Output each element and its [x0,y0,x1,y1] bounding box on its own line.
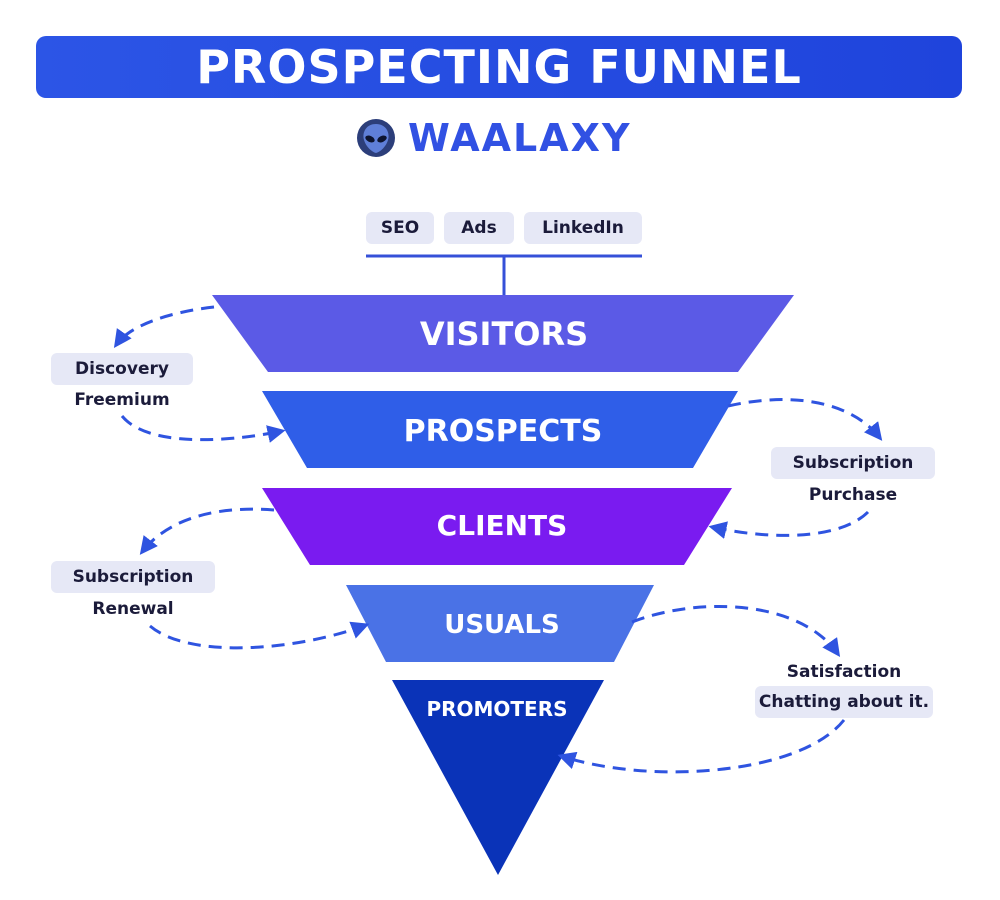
source-chip-seo: SEO [366,212,434,244]
arrow-prospects-to-subscription [727,398,883,441]
stage-prospects [262,391,738,468]
stage-label-visitors: VISITORS [420,315,588,353]
arrow-usuals-to-satisfaction [631,604,841,657]
source-chip-ads: Ads [444,212,514,244]
arrow-purchase-to-clients [708,510,870,539]
discovery-chip: Discovery [51,353,193,385]
stage-visitors [212,295,794,372]
satisfaction-label: Satisfaction [786,662,902,682]
stage-label-prospects: PROSPECTS [404,414,603,449]
waalaxy-logo: WAALAXY [356,114,631,162]
arrow-freemium-to-prospects [120,415,286,443]
arrow-renewal-to-usuals [149,621,370,650]
page-title: PROSPECTING FUNNEL [196,40,802,94]
arrow-visitors-to-discovery [113,305,215,348]
arrow-satisfaction-to-promoters [557,719,846,774]
stage-label-usuals: USUALS [444,610,560,640]
renewal-label: Renewal [92,599,174,619]
source-chip-linkedin: LinkedIn [524,212,642,244]
purchase-label: Purchase [808,485,898,505]
chatting-chip: Chatting about it. [755,686,933,718]
title-banner: PROSPECTING FUNNEL [36,36,962,98]
stage-usuals [346,585,654,662]
stage-label-promoters: PROMOTERS [426,697,567,721]
stage-clients [262,488,732,565]
logo-wordmark: WAALAXY [408,116,632,160]
purchase-subscription-chip: Subscription [771,447,935,479]
alien-head-icon [357,119,395,157]
renewal-subscription-chip: Subscription [51,561,215,593]
freemium-label: Freemium [74,390,170,410]
arrow-clients-to-subscription [139,507,275,555]
stage-label-clients: CLIENTS [437,509,568,542]
stage-promoters [392,680,604,875]
